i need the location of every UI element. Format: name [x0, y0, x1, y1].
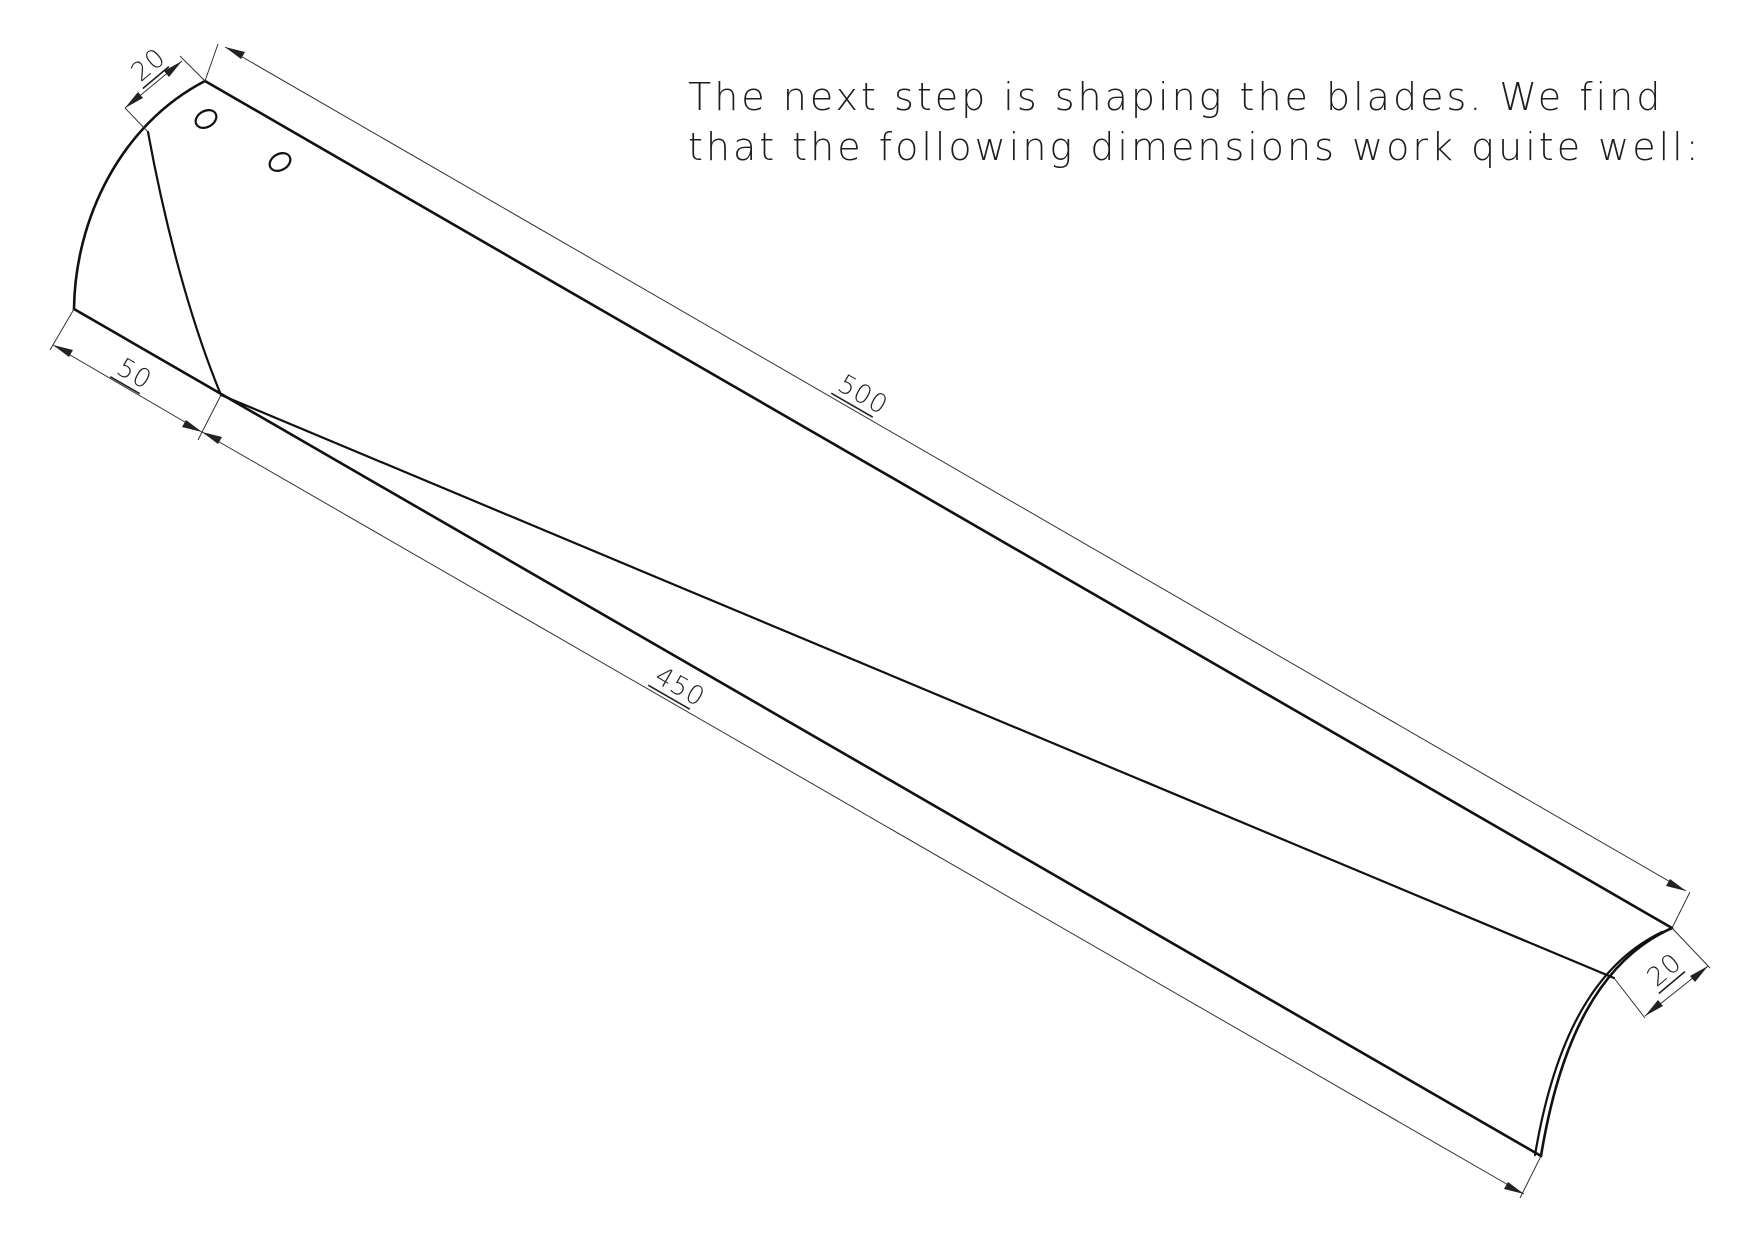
- dim-20-root-arrow-end: [164, 61, 182, 77]
- diagonal-fold-line: [219, 393, 1616, 980]
- dim-450-arrow-end: [1504, 1182, 1524, 1194]
- dim-500-arrow-start: [225, 47, 245, 59]
- dim-450-arrow-start: [202, 432, 222, 444]
- blade-top-edge: [203, 79, 1674, 930]
- dim-500-arrow-end: [1666, 879, 1686, 891]
- dim-450-line: [201, 431, 1525, 1195]
- dim-50-label: 50: [112, 353, 157, 397]
- dim-500-label: 500: [832, 369, 893, 421]
- dim-50-arrow-end: [182, 420, 202, 432]
- dim-500-line: [224, 46, 1687, 892]
- dim-50-arrow-start: [53, 345, 73, 357]
- dimension-450: 450: [197, 394, 1542, 1199]
- blade-tip-arc: [1539, 926, 1674, 1158]
- mounting-hole-2: [268, 152, 292, 172]
- blade-tip-arc-inner: [1533, 930, 1664, 1157]
- fold-lines: [146, 130, 1616, 980]
- root-fold-curve: [146, 130, 223, 397]
- dimension-20-tip: 20: [1613, 927, 1711, 1019]
- instruction-text: The next step is shaping the blades. We …: [688, 72, 1702, 172]
- instruction-line-1: The next step is shaping the blades. We …: [688, 75, 1664, 119]
- mounting-hole-1: [194, 109, 218, 129]
- dim-20-root-label: 20: [126, 42, 172, 88]
- mounting-holes: [194, 109, 292, 172]
- instruction-line-2: that the following dimensions work quite…: [688, 125, 1702, 169]
- dim-50-line: [52, 344, 203, 433]
- dimension-500: 500: [204, 43, 1691, 929]
- dim-20-tip-arrow-end: [1690, 966, 1708, 982]
- dim-450-label: 450: [649, 661, 710, 713]
- dim-20-root-arrow-start: [125, 92, 143, 108]
- blade-bottom-edge: [72, 307, 1543, 1158]
- dim-20-tip-label: 20: [1642, 947, 1688, 993]
- dim-20-tip-arrow-start: [1645, 1000, 1663, 1016]
- blade-root-arc: [72, 79, 207, 311]
- blade-outline: [72, 79, 1674, 1158]
